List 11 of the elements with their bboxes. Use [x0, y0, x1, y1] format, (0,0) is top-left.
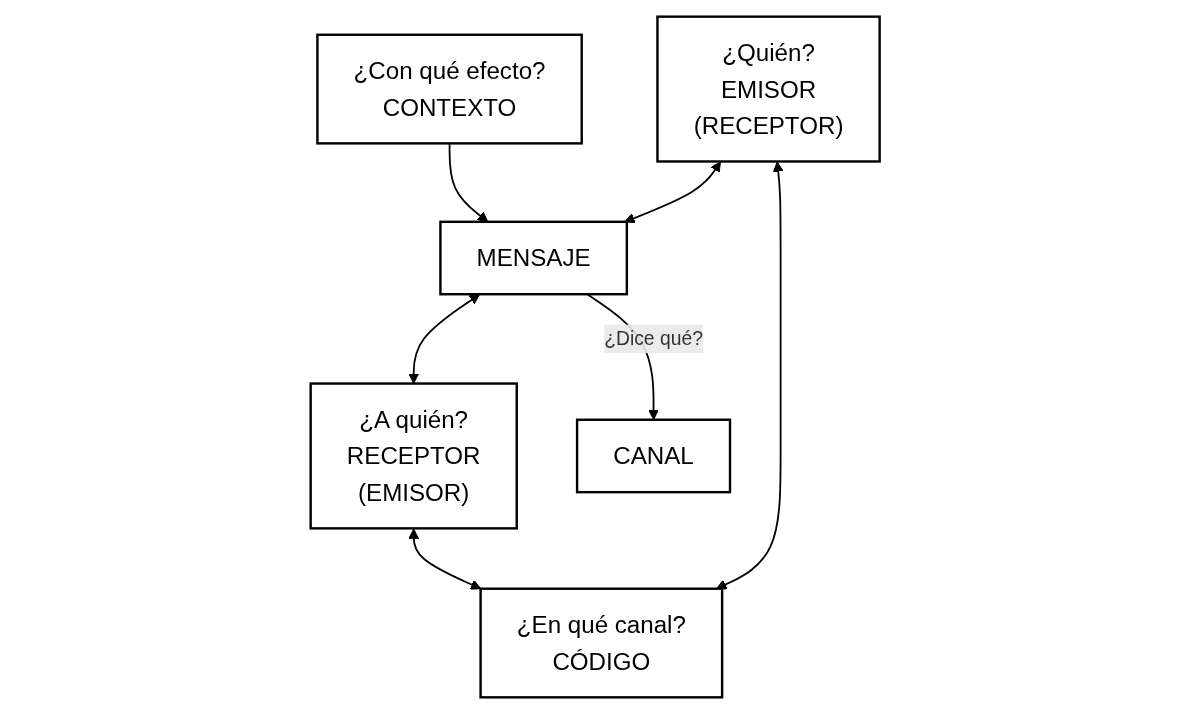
- arrow: [408, 293, 480, 384]
- edge-label: ¿Dice qué?: [604, 327, 703, 349]
- arrow: [715, 161, 784, 589]
- node-box: MENSAJE: [439, 220, 628, 295]
- node-box: ¿A quién? RECEPTOR (EMISOR): [309, 381, 518, 530]
- node-box: CANAL: [575, 418, 732, 493]
- node-box: ¿Con qué efecto? CONTEXTO: [316, 33, 583, 145]
- node-box: ¿En qué canal? CÓDIGO: [479, 587, 724, 699]
- node-box: ¿Quién? EMISOR (RECEPTOR): [656, 14, 881, 163]
- arrow: [408, 527, 482, 590]
- arrow: [624, 160, 721, 223]
